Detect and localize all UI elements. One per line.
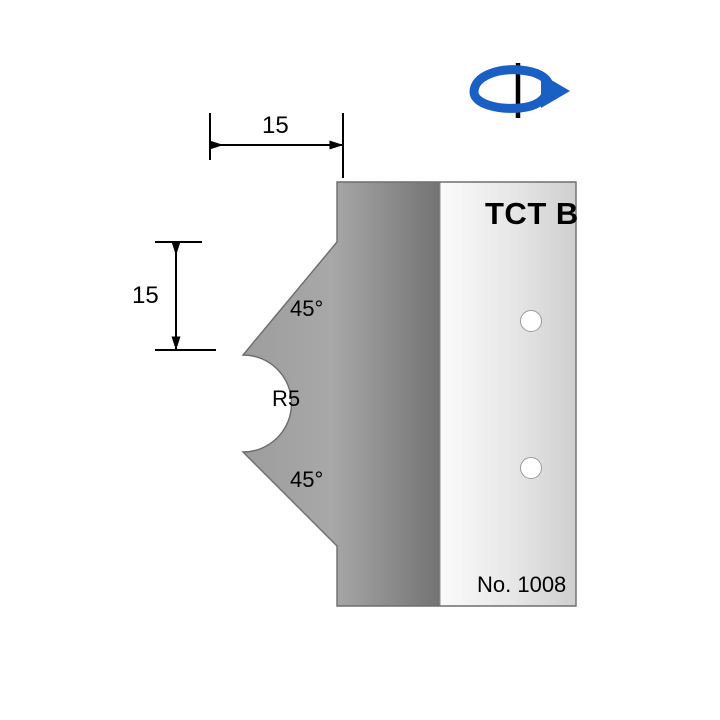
mounting-hole-upper	[520, 310, 542, 332]
blade-outline	[241, 181, 577, 607]
dimension-top	[209, 113, 344, 178]
radius-label: R5	[272, 386, 301, 411]
dimension-left	[155, 241, 216, 351]
rotation-arrow-icon	[469, 63, 570, 118]
dimension-top-label: 15	[262, 112, 289, 139]
blade-grade-label: TCT B	[485, 196, 579, 231]
blade-body-plate	[439, 181, 577, 607]
angle-bottom-label: 45°	[290, 467, 324, 492]
dimension-left-label: 15	[132, 282, 159, 309]
mounting-hole-lower	[520, 457, 542, 479]
part-number-label: No. 1008	[477, 572, 567, 597]
angle-top-label: 45°	[290, 296, 324, 321]
